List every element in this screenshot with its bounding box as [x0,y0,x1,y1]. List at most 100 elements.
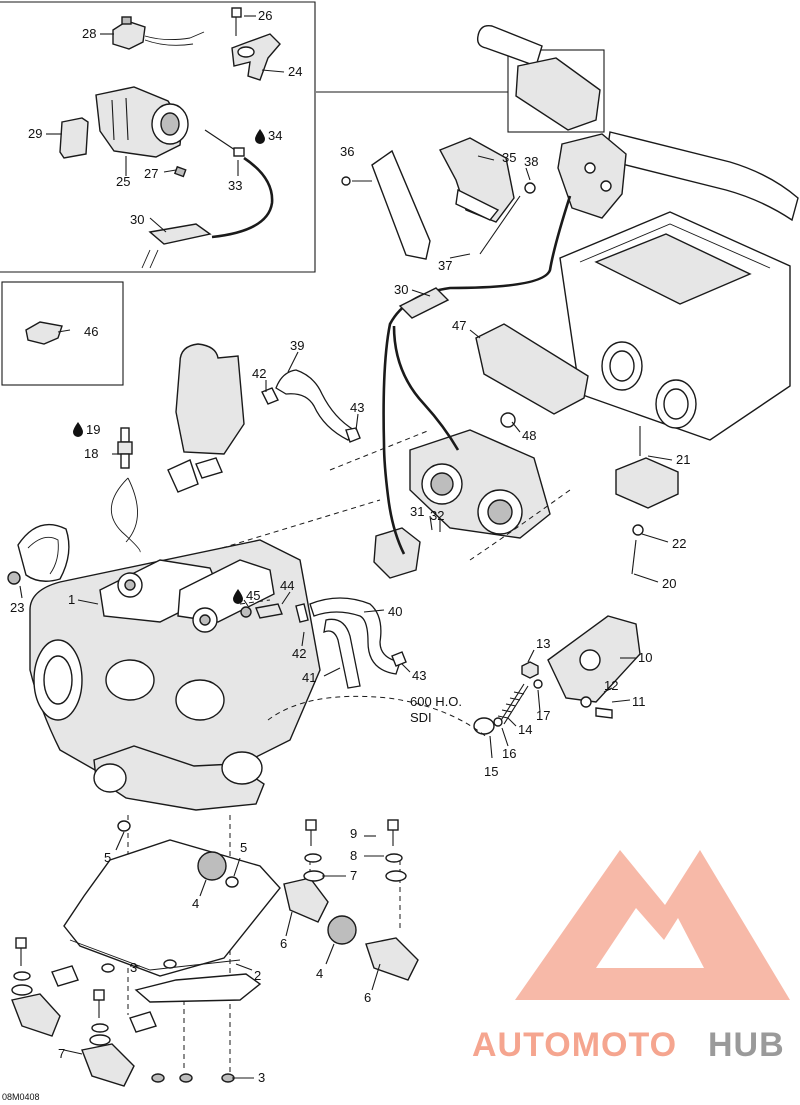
fitting-45 [240,606,252,618]
callout-13: 13 [536,636,550,651]
callout-10: 10 [638,650,652,665]
callout-4b: 4 [316,966,323,981]
engine-note-1: 600 H.O. [410,694,462,709]
callout-14: 14 [518,722,532,737]
drop-icon-45 [233,589,243,604]
callout-26: 26 [258,8,272,23]
handlebar-detail-frame [507,49,605,133]
hose-41 [323,618,361,689]
washer-22 [632,524,644,536]
callout-15: 15 [484,764,498,779]
callout-42b: 42 [292,646,306,661]
callout-46: 46 [84,324,98,339]
callout-36: 36 [340,144,354,159]
throttle-lever-assembly [341,137,536,260]
clamp-43a [345,427,361,443]
throttle-body [373,429,551,579]
washer-16 [493,717,503,727]
engine-note-2: SDI [410,710,432,725]
callout-4a: 4 [192,896,199,911]
fitting-44 [255,603,283,619]
callout-23: 23 [10,600,24,615]
callout-21: 21 [676,452,690,467]
plug-leader [110,477,141,553]
callout-42a: 42 [252,366,266,381]
callout-22: 22 [672,536,686,551]
callout-9: 9 [350,826,357,841]
callout-38: 38 [524,154,538,169]
throttle-cable [382,195,572,555]
callout-44: 44 [280,578,294,593]
callout-39: 39 [290,338,304,353]
engine-block [29,539,321,811]
callout-16: 16 [502,746,516,761]
callout-48: 48 [522,428,536,443]
callout-19: 19 [86,422,100,437]
engine-mount-plate [63,839,281,1003]
throttle-housing-assembly [59,7,281,269]
mount-brackets [11,877,419,1087]
callout-34: 34 [268,128,282,143]
callout-20: 20 [662,576,676,591]
callout-7b: 7 [58,1046,65,1061]
callout-3a: 3 [130,960,137,975]
callout-43a: 43 [350,400,364,415]
spring-14 [497,683,529,725]
drop-icon-19 [73,422,83,437]
hose-40 [309,597,401,675]
clip-inset-frame [1,281,124,386]
callout-7a: 7 [350,868,357,883]
belt-guard-23 [17,523,70,582]
callout-5a: 5 [104,850,111,865]
washer-17 [533,679,543,689]
handlebar-assembly [476,25,799,222]
callout-2: 2 [254,968,261,983]
callout-6b: 6 [364,990,371,1005]
callout-35: 35 [502,150,516,165]
oil-reservoir [167,343,245,493]
bolt-11 [595,707,613,719]
rubber-mounts [117,820,357,945]
callout-18: 18 [84,446,98,461]
pulley-15 [473,717,495,735]
callout-11: 11 [632,694,646,709]
fitting-42b [295,603,309,623]
nut-13 [521,661,539,679]
callout-5b: 5 [240,840,247,855]
callout-33: 33 [228,178,242,193]
callout-40: 40 [388,604,402,619]
hose-39 [275,369,355,441]
watermark-text-1: AUTOMOTO [472,1026,677,1064]
spark-plug [117,427,133,469]
callout-41: 41 [302,670,316,685]
throttle-inset-frame [0,1,316,273]
module-47 [475,323,589,415]
callout-30a: 30 [130,212,144,227]
airbox [559,211,791,441]
clamp-43b [391,651,407,667]
sensor-21 [615,457,679,509]
callout-47: 47 [452,318,466,333]
callout-25: 25 [116,174,130,189]
callout-8: 8 [350,848,357,863]
bolt-23 [7,571,21,585]
screw-20 [631,539,637,575]
clamp-42a [261,387,279,405]
drop-icon-34 [255,129,265,144]
screw-48 [500,412,516,428]
throttle-cable-2 [392,325,460,451]
callout-labels: 28 26 24 29 25 27 34 33 30 46 36 35 38 3… [2,8,690,1102]
callout-43b: 43 [412,668,426,683]
callout-1: 1 [68,592,75,607]
mount-hardware [11,819,407,1083]
drawing-code: 08M0408 [2,1092,40,1102]
callout-45: 45 [246,588,260,603]
callout-31: 31 [410,504,424,519]
callout-27: 27 [144,166,158,181]
callout-17: 17 [536,708,550,723]
watermark-text-2: HUB [708,1026,785,1064]
leader-lines [19,15,673,1079]
callout-6a: 6 [280,936,287,951]
clip-46 [25,321,63,345]
callout-12: 12 [604,678,618,693]
